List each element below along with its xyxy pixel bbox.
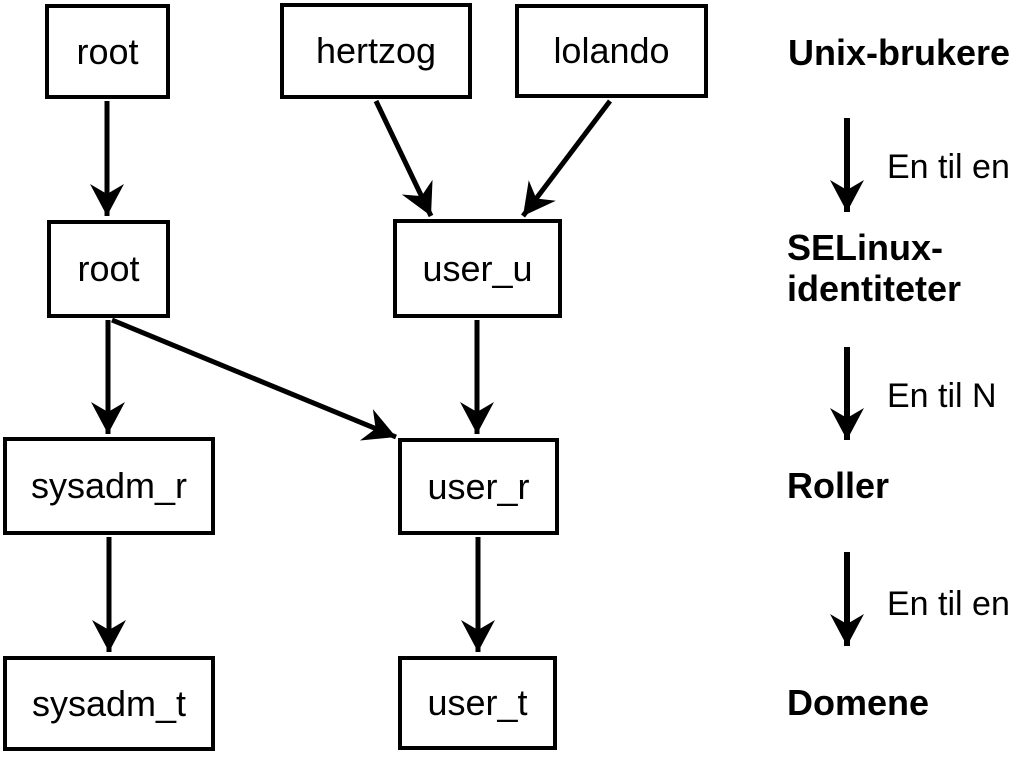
legend-relation-one-to-one-2: En til en xyxy=(887,585,1010,623)
node-role-user-r-label: user_r xyxy=(427,465,530,507)
node-unix-hertzog-label: hertzog xyxy=(315,30,437,71)
node-unix-lolando-label: lolando xyxy=(553,30,670,71)
legend-level-roles: Roller xyxy=(787,465,890,506)
legend-level-selinux-identities-line1: SELinux- xyxy=(787,227,944,268)
node-role-sysadm-r: sysadm_r xyxy=(3,437,215,535)
legend-relation-one-to-one-1: En til en xyxy=(887,148,1010,186)
arrow-selinux-root-to-user-r xyxy=(111,317,397,441)
node-unix-root-label: root xyxy=(76,30,139,72)
legend-relation-one-to-n: En til N xyxy=(887,377,997,415)
legend-level-selinux-identities: SELinux- identiteter xyxy=(787,227,961,309)
node-selinux-root-label: root xyxy=(77,248,140,289)
arrow-lolando-to-user-u xyxy=(521,99,612,218)
legend-level-selinux-identities-line2: identiteter xyxy=(787,268,962,309)
node-domain-sysadm-t: sysadm_t xyxy=(3,656,215,751)
node-unix-lolando: lolando xyxy=(515,4,708,98)
legend-level-unix-users: Unix-brukere xyxy=(788,32,1011,73)
node-unix-root: root xyxy=(45,4,170,99)
arrow-hertzog-to-user-u xyxy=(373,99,434,218)
node-domain-user-t-label: user_t xyxy=(427,682,528,723)
node-domain-user-t: user_t xyxy=(398,656,557,750)
node-role-user-r: user_r xyxy=(398,438,559,535)
node-selinux-root: root xyxy=(47,220,170,318)
node-role-sysadm-r-label: sysadm_r xyxy=(30,465,188,506)
legend-level-domains: Domene xyxy=(787,682,930,723)
node-selinux-user-u: user_u xyxy=(393,219,562,318)
node-unix-hertzog: hertzog xyxy=(280,3,472,99)
node-selinux-user-u-label: user_u xyxy=(422,247,533,289)
node-domain-sysadm-t-label: sysadm_t xyxy=(31,682,187,724)
